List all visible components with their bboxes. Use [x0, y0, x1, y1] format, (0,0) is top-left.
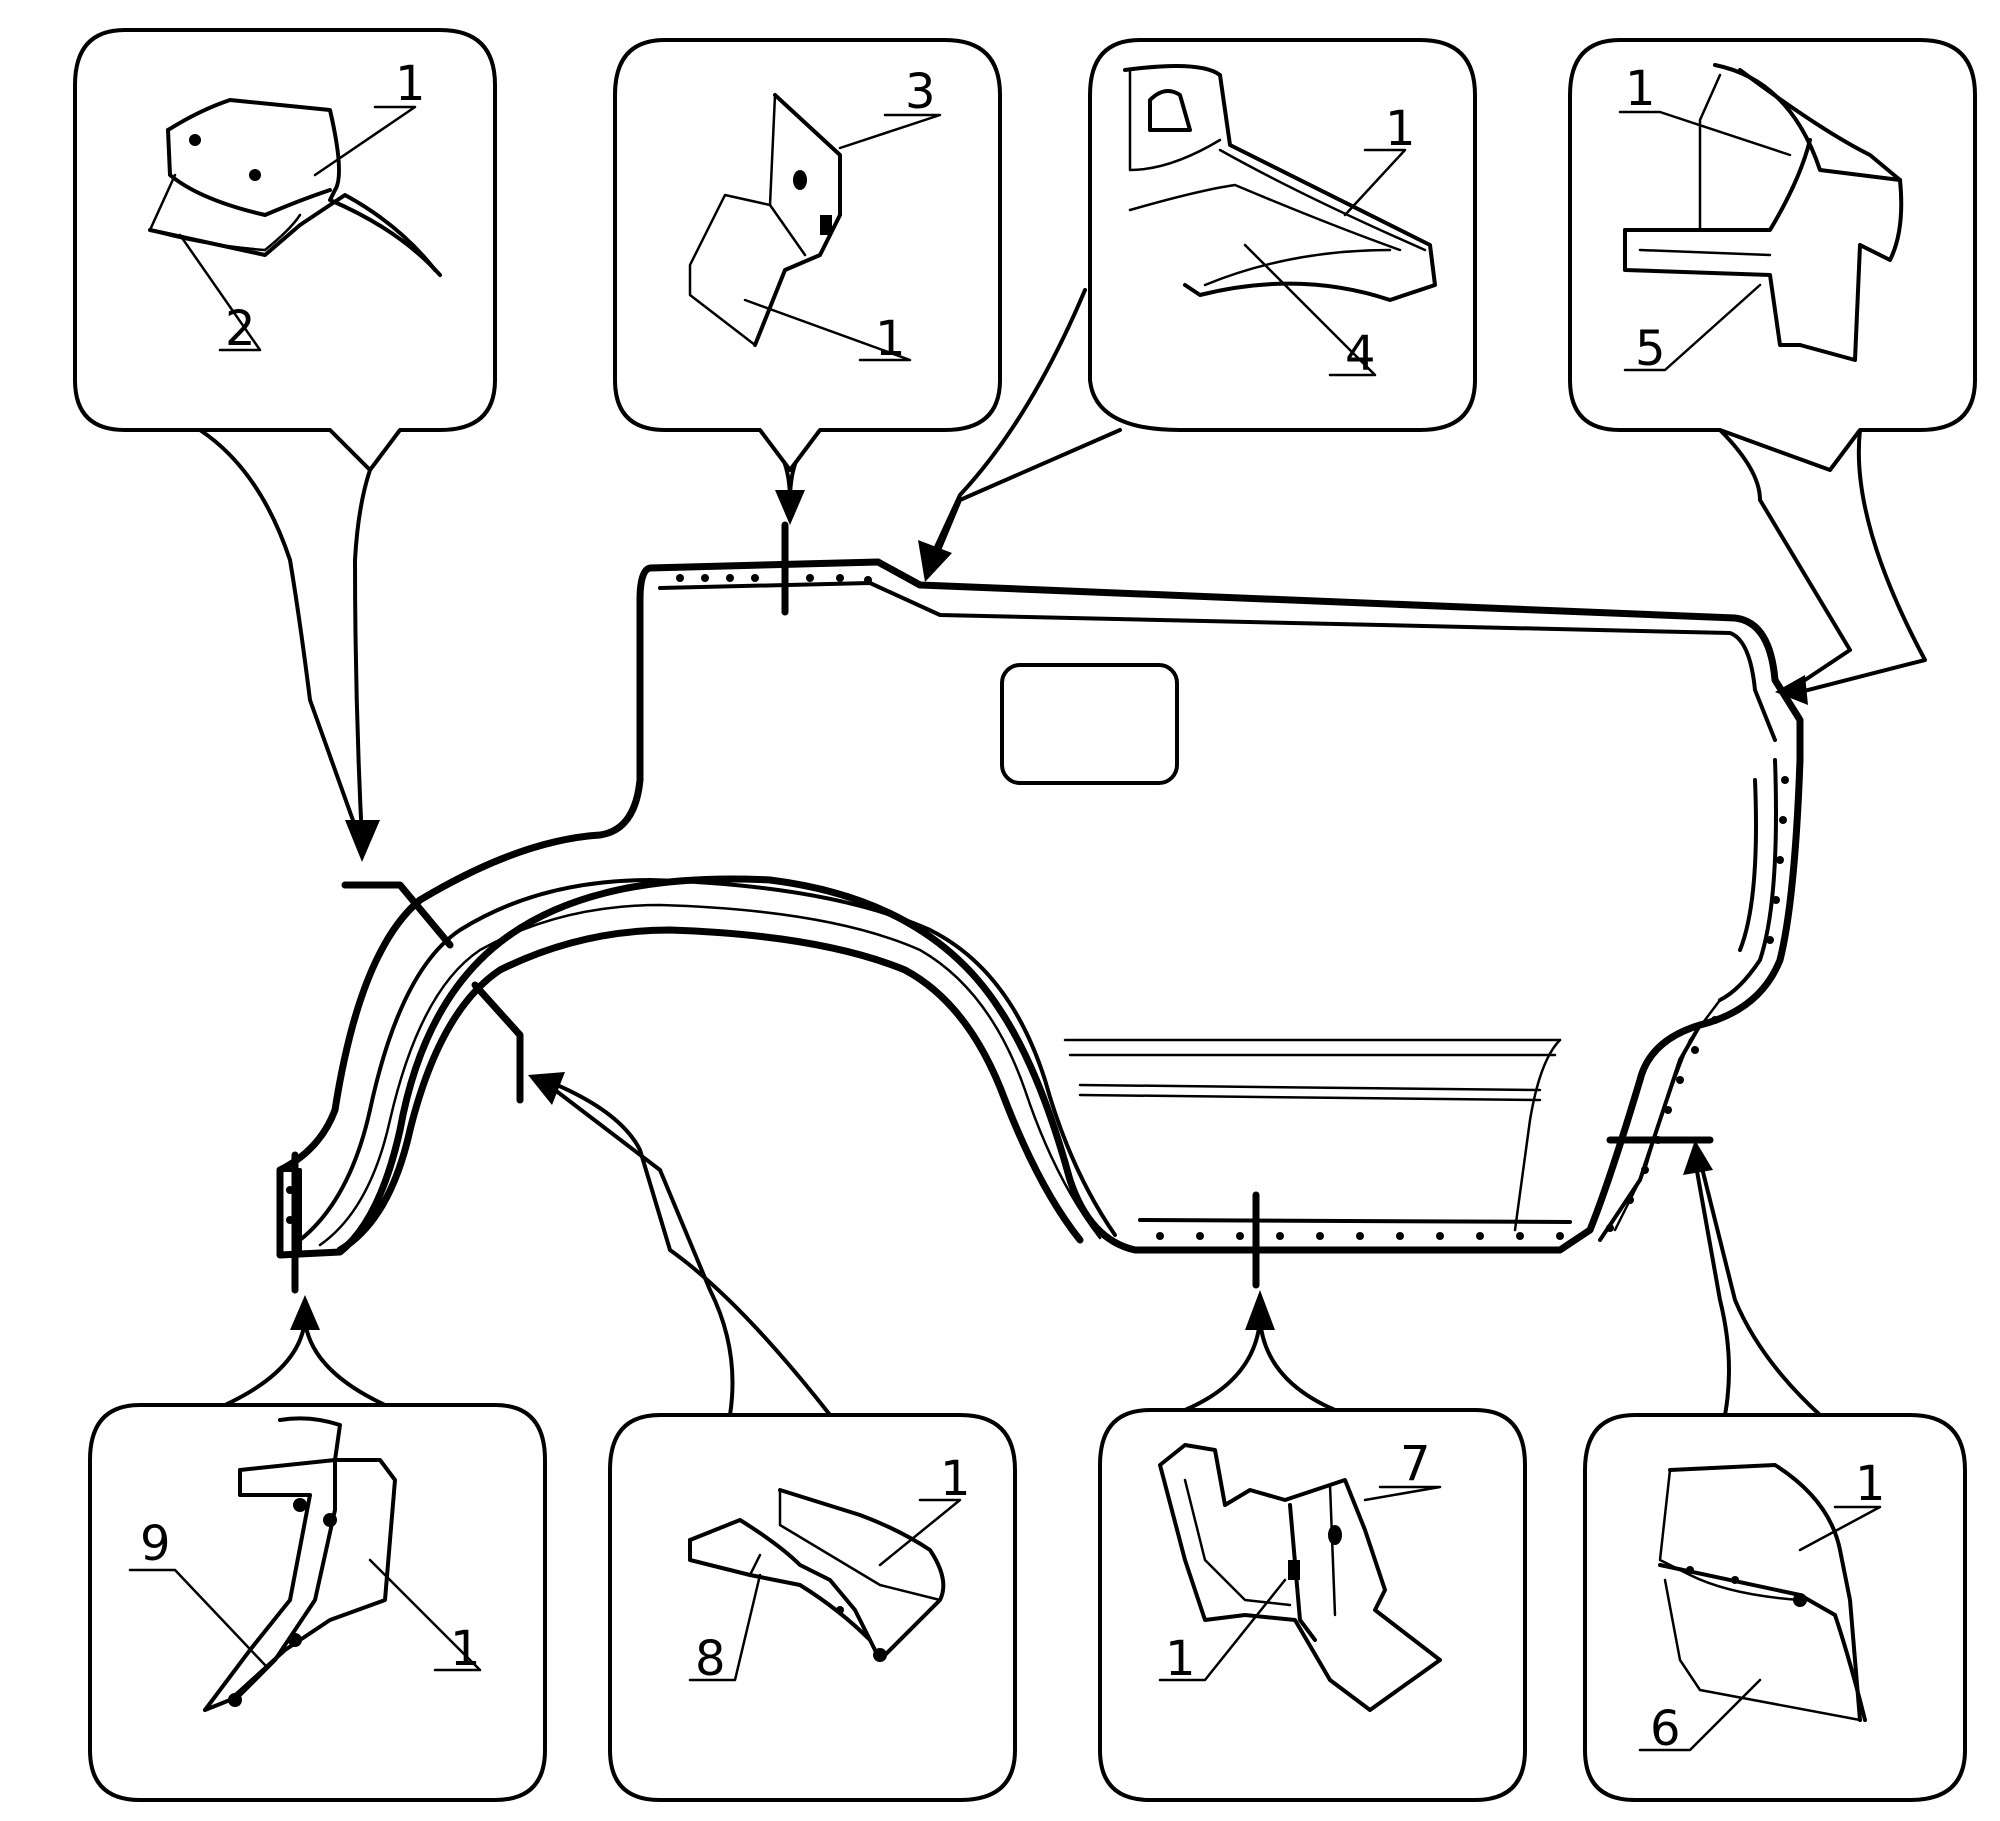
callout-top-right: 1 5: [1568, 38, 1977, 472]
callout-bottom-center-right: 7 1: [1098, 1408, 1527, 1802]
callout-bottom-center-left: 1 8: [608, 1413, 1017, 1802]
callout-label: 1: [940, 1451, 971, 1507]
callout-top-left: 1 2: [73, 28, 497, 472]
callout-label: 7: [1400, 1436, 1431, 1492]
callout-bottom-right: 1 6: [1583, 1413, 1967, 1802]
callout-label: 1: [1385, 101, 1416, 157]
callout-bottom-left: 9 1: [88, 1403, 547, 1802]
callout-label: 1: [450, 1621, 481, 1677]
callout-label: 9: [140, 1516, 171, 1572]
callout-label: 2: [225, 301, 256, 357]
callout-label: 6: [1650, 1701, 1681, 1757]
leader-arrows: [198, 288, 1927, 1417]
panel-opening: [1000, 663, 1179, 785]
weld-points: [286, 574, 1789, 1240]
callout-label: 1: [395, 56, 426, 112]
callout-label: 1: [875, 311, 906, 367]
callout-top-center-right: 1 4: [1088, 38, 1477, 432]
side-panel: [276, 521, 1804, 1294]
callout-label: 5: [1635, 321, 1666, 377]
callout-label: 1: [1625, 61, 1656, 117]
callout-label: 3: [905, 64, 936, 120]
callout-top-center-left: 3 1: [613, 38, 1002, 472]
callout-label: 8: [695, 1631, 726, 1687]
callout-label: 4: [1345, 326, 1376, 382]
callout-label: 1: [1855, 1456, 1886, 1512]
section-marks: [291, 521, 1714, 1294]
callout-label: 1: [1165, 1631, 1196, 1687]
